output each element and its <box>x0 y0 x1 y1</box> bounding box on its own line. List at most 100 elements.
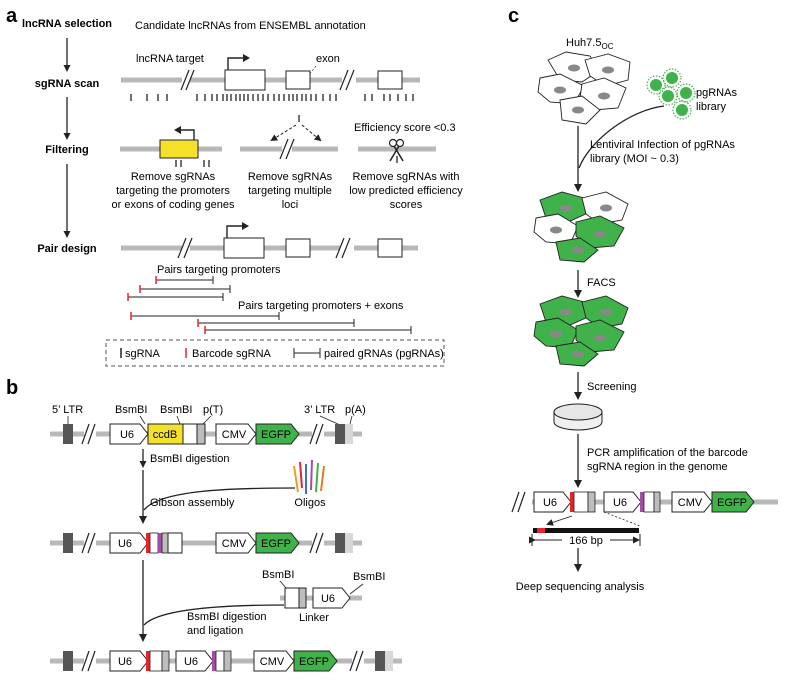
filter2-line2: targeting multiple <box>248 185 332 197</box>
u6-label-c3b: U6 <box>184 656 198 668</box>
exon-label: exon <box>316 53 340 65</box>
pT-label: p(T) <box>203 404 223 416</box>
filter-multiloci-diagram <box>240 115 338 160</box>
construct-3 <box>50 650 402 672</box>
ccdb-label: ccdB <box>153 429 177 441</box>
legend-paired-label: paired gRNAs (pgRNAs) <box>324 348 444 360</box>
filter3-line1: Remove sgRNAs with <box>353 171 460 183</box>
cmv-label-c1: CMV <box>222 429 247 441</box>
filter-promoter-diagram <box>120 126 222 167</box>
panel-c-label: c <box>508 5 519 27</box>
pT-pointer <box>202 415 212 425</box>
digestion-label: BsmBI digestion <box>150 453 229 465</box>
egfp-label-c1: EGFP <box>261 429 291 441</box>
legend-sgrna-label: sgRNA <box>125 348 161 360</box>
scan-sgrna-ticks <box>130 94 414 101</box>
panel-a-label: a <box>6 5 18 27</box>
library-line1: pgRNAs <box>696 87 737 99</box>
u6-label-c3a: U6 <box>118 656 132 668</box>
library-line2: library <box>696 101 726 113</box>
pair-gene-line <box>121 222 418 259</box>
filter1-line2: targeting the promoters <box>116 185 230 197</box>
linker-bsmbi-right: BsmBI <box>353 571 385 583</box>
pA-pointer <box>349 415 353 425</box>
scissors-icon <box>388 138 405 162</box>
virus-curve <box>578 105 665 169</box>
bp-label: 166 bp <box>569 535 603 547</box>
filter2-line3: loci <box>282 199 299 211</box>
cells-infected-mixed <box>533 191 629 263</box>
infection-line1: Lentiviral Infection of pgRNAs <box>590 139 735 151</box>
panel-b-label: b <box>6 377 18 399</box>
construct-2 <box>50 532 362 554</box>
linker-construct <box>280 587 362 609</box>
bsmbi-label-1: BsmBI <box>115 404 147 416</box>
deep-label: Deep sequencing analysis <box>516 581 645 593</box>
u6-label-g2: U6 <box>613 497 627 509</box>
egfp-label-g: EGFP <box>717 497 747 509</box>
step-lncrna-selection: lncRNA selection <box>22 18 112 30</box>
filter3-line3: scores <box>390 199 423 211</box>
virus-icons <box>646 68 696 120</box>
infection-line2: library (MOI ~ 0.3) <box>590 153 679 165</box>
genome-construct <box>511 491 778 513</box>
oligo-curve <box>143 487 296 511</box>
step-filtering: Filtering <box>45 144 88 156</box>
linker-pointer-left <box>279 580 287 589</box>
digest-ligation-line2: and ligation <box>187 625 243 637</box>
step-pair-design: Pair design <box>37 243 97 255</box>
scan-gene-line <box>121 54 420 91</box>
facs-label: FACS <box>587 277 616 289</box>
primer-right-pointer <box>603 511 641 527</box>
u6-label-c1: U6 <box>120 429 134 441</box>
pA-label: p(A) <box>345 404 366 416</box>
linker-bsmbi-left: BsmBI <box>262 569 294 581</box>
petri-dish-icon <box>553 403 603 431</box>
pairs-promoters-exons-label: Pairs targeting promoters + exons <box>238 300 404 312</box>
bp-dimension <box>529 534 641 546</box>
cmv-label-c2: CMV <box>222 538 247 550</box>
u6-label-g1: U6 <box>543 497 557 509</box>
gibson-label: Gibson assembly <box>150 497 235 509</box>
digest-ligation-line1: BsmBI digestion <box>187 611 266 623</box>
filter1-line3: or exons of coding genes <box>112 199 235 211</box>
efficiency-label: Efficiency score <0.3 <box>354 122 456 134</box>
huh-main: Huh7.5 <box>566 37 601 49</box>
lncrna-target-label: lncRNA target <box>136 53 204 65</box>
ltr3-label: 3’ LTR <box>304 404 335 416</box>
cells-sorted <box>533 295 629 367</box>
bsmbi-label-2: BsmBI <box>160 404 192 416</box>
screening-label: Screening <box>587 381 637 393</box>
egfp-label-c2: EGFP <box>261 538 291 550</box>
filter1-line1: Remove sgRNAs <box>131 171 216 183</box>
step-sgrna-scan: sgRNA scan <box>35 78 100 90</box>
egfp-label-c3: EGFP <box>299 656 329 668</box>
oligos-label: Oligos <box>294 497 326 509</box>
pairs-promoters-label: Pairs targeting promoters <box>157 264 281 276</box>
construct-1 <box>50 423 362 445</box>
bsmbi-pointer-1 <box>139 415 146 425</box>
oligos-icon <box>293 459 325 494</box>
primer-left-arrow <box>546 515 573 526</box>
amplicon-bar <box>533 528 639 533</box>
legend-box <box>105 339 445 367</box>
legend-barcode-label: Barcode sgRNA <box>192 348 272 360</box>
pair-brackets-promoters <box>127 276 231 301</box>
cmv-label-c3: CMV <box>260 656 285 668</box>
pcr-line1: PCR amplification of the barcode <box>587 447 748 459</box>
cells-uninfected <box>537 51 631 125</box>
filter3-line2: low predicted efficiency <box>349 185 463 197</box>
huh-label: Huh7.5OC <box>566 37 614 51</box>
candidate-text: Candidate lncRNAs from ENSEMBL annotatio… <box>135 20 366 32</box>
pcr-line2: sgRNA region in the genome <box>587 461 728 473</box>
bsmbi-pointer-2 <box>176 415 181 425</box>
ltr5-label: 5’ LTR <box>52 404 83 416</box>
filter2-line1: Remove sgRNAs <box>248 171 333 183</box>
u6-label-c2: U6 <box>118 538 132 550</box>
cmv-label-g: CMV <box>678 497 703 509</box>
linker-label: Linker <box>299 612 329 624</box>
ltr3-pointer <box>319 415 339 425</box>
pair-brackets-exons <box>130 312 412 334</box>
